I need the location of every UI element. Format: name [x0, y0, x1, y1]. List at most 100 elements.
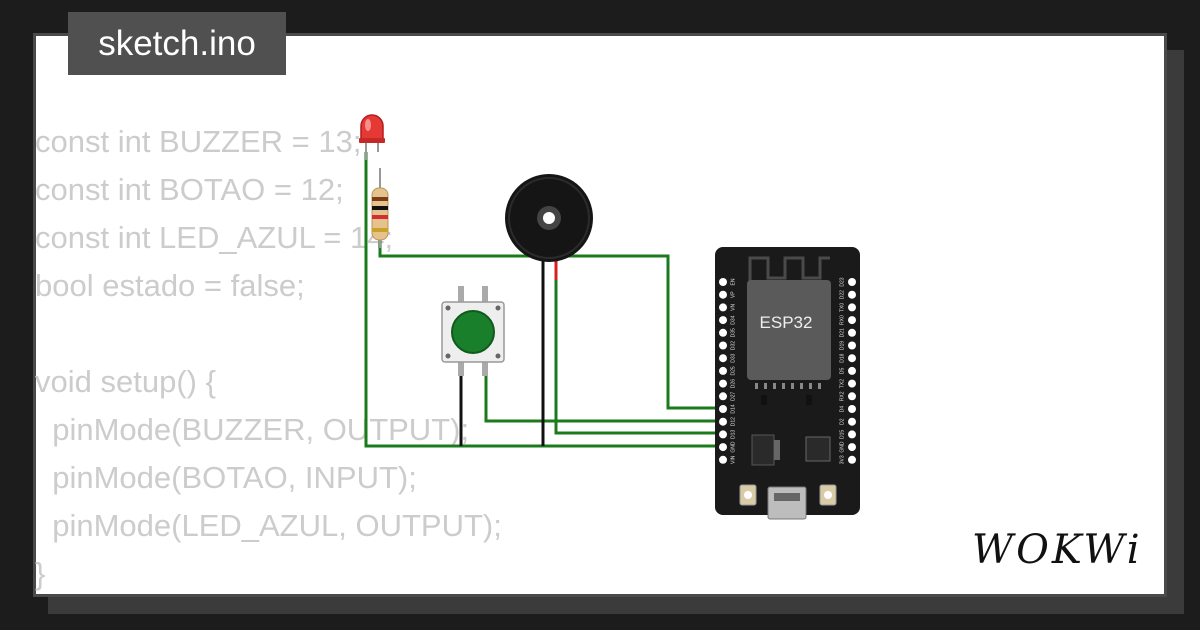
button-screw: [495, 353, 501, 359]
header-pin-vn[interactable]: [719, 303, 727, 312]
buzzer-hole: [543, 212, 555, 224]
pin-label-d5: D5: [839, 367, 845, 374]
green-wire-buzzer[interactable]: [554, 280, 723, 435]
red-led[interactable]: [359, 114, 385, 160]
pin-label-d33: D33: [730, 353, 736, 362]
code-line: const int BUZZER = 13;: [35, 124, 362, 159]
header-pin-d12[interactable]: [719, 417, 727, 426]
module-pad: [773, 383, 776, 389]
green-wire-led[interactable]: [364, 152, 723, 448]
resistor-band: [372, 215, 388, 219]
header-pin-d35[interactable]: [719, 328, 727, 337]
module-pads: [755, 383, 821, 389]
header-pin-vin[interactable]: [719, 455, 727, 464]
header-pin-en[interactable]: [719, 278, 727, 286]
header-pin-d25[interactable]: [719, 366, 727, 375]
simulation-canvas[interactable]: [33, 33, 1167, 597]
pin-label-rx0: RX0: [839, 315, 845, 325]
header-pin-d5[interactable]: [848, 366, 856, 375]
antenna-trace: [748, 256, 830, 282]
pin-label-en: EN: [730, 278, 736, 285]
file-tab[interactable]: sketch.ino: [68, 12, 286, 75]
header-pin-d21[interactable]: [848, 328, 856, 337]
buzzer[interactable]: [505, 174, 593, 262]
header-pin-vp[interactable]: [719, 290, 727, 299]
button-pin: [458, 360, 464, 376]
smd-part: [806, 395, 812, 405]
right-pin-labels: D23D22TX0RX0D21D19D18D5TX2RX2D4D2D15GND3…: [839, 277, 845, 464]
code-line: pinMode(BOTAO, INPUT);: [35, 460, 417, 495]
esp32-board[interactable]: ENVPVND34D35D32D33D25D26D27D14D12D13GNDV…: [715, 247, 860, 520]
pin-label-d26: D26: [730, 379, 736, 388]
file-tab-label: sketch.ino: [98, 23, 256, 63]
pin-label-vp: VP: [730, 291, 736, 298]
header-pin-d4[interactable]: [848, 405, 856, 413]
pin-label-d14: D14: [730, 404, 736, 413]
resistor-body: [371, 187, 389, 241]
header-pin-d23[interactable]: [848, 278, 856, 286]
button-screw: [495, 305, 501, 311]
button-pin: [482, 360, 488, 376]
header-pin-tx0[interactable]: [848, 303, 856, 312]
code-line: }: [35, 556, 46, 591]
header-pin-d26[interactable]: [719, 379, 727, 388]
pin-label-d18: D18: [839, 353, 845, 362]
pushbutton[interactable]: [441, 286, 505, 376]
header-pin-rx2[interactable]: [848, 392, 856, 401]
left-pin-labels: ENVPVND34D35D32D33D25D26D27D14D12D13GNDV…: [730, 278, 736, 464]
header-pin-d14[interactable]: [719, 405, 727, 413]
green-wire-button[interactable]: [484, 372, 723, 423]
code-line: const int LED_AZUL = 14;: [35, 220, 394, 255]
module-pad: [809, 383, 812, 389]
code-preview: const int BUZZER = 13;const int BOTAO = …: [35, 118, 502, 598]
voltage-regulator: [751, 434, 775, 466]
code-line: pinMode(BUZZER, OUTPUT);: [35, 412, 470, 447]
module-pad: [800, 383, 803, 389]
header-pin-3v3[interactable]: [848, 455, 856, 464]
header-pin-gnd[interactable]: [719, 443, 727, 452]
resistor-band: [372, 206, 388, 210]
left-header-pins: [719, 278, 727, 464]
pin-label-vn: VN: [730, 304, 736, 311]
header-pin-d34[interactable]: [719, 316, 727, 325]
wokwi-logo: WOKWi: [972, 527, 1143, 573]
wifi-module: [747, 280, 831, 380]
pin-label-d19: D19: [839, 341, 845, 350]
pin-label-vin: VIN: [730, 455, 736, 464]
green-wire-resistor[interactable]: [378, 238, 723, 410]
header-pin-d18[interactable]: [848, 354, 856, 363]
led-highlight: [365, 119, 371, 131]
right-header-pins: [848, 278, 856, 464]
header-pin-d22[interactable]: [848, 290, 856, 299]
usb-opening: [774, 493, 800, 501]
module-pad: [791, 383, 794, 389]
led-rim: [359, 138, 385, 143]
pin-label-rx2: RX2: [839, 391, 845, 401]
resistor-band: [372, 197, 388, 201]
header-pin-rx0[interactable]: [848, 316, 856, 325]
pin-label-gnd: GND: [730, 441, 736, 453]
header-pin-d33[interactable]: [719, 354, 727, 363]
led-body: [360, 114, 384, 141]
pin-label-d35: D35: [730, 328, 736, 337]
code-line: pinMode(LED_AZUL, OUTPUT);: [35, 508, 502, 543]
button-cap[interactable]: [451, 310, 495, 354]
header-pin-d15[interactable]: [848, 430, 856, 439]
pin-label-d22: D22: [839, 290, 845, 299]
pin-label-d4: D4: [839, 406, 845, 413]
button-screw: [445, 353, 451, 359]
header-pin-d2[interactable]: [848, 417, 856, 426]
header-pin-d32[interactable]: [719, 341, 727, 350]
header-pin-gnd[interactable]: [848, 443, 856, 452]
header-pin-tx2[interactable]: [848, 379, 856, 388]
button-pin: [482, 286, 488, 306]
resistor[interactable]: [371, 168, 389, 248]
pin-label-3v3: 3V3: [839, 455, 845, 464]
header-pin-d27[interactable]: [719, 392, 727, 401]
header-pin-d13[interactable]: [719, 430, 727, 439]
chip-label: ESP32: [760, 313, 813, 332]
pin-label-d2: D2: [839, 418, 845, 425]
button-screw: [445, 305, 451, 311]
header-pin-d19[interactable]: [848, 341, 856, 350]
